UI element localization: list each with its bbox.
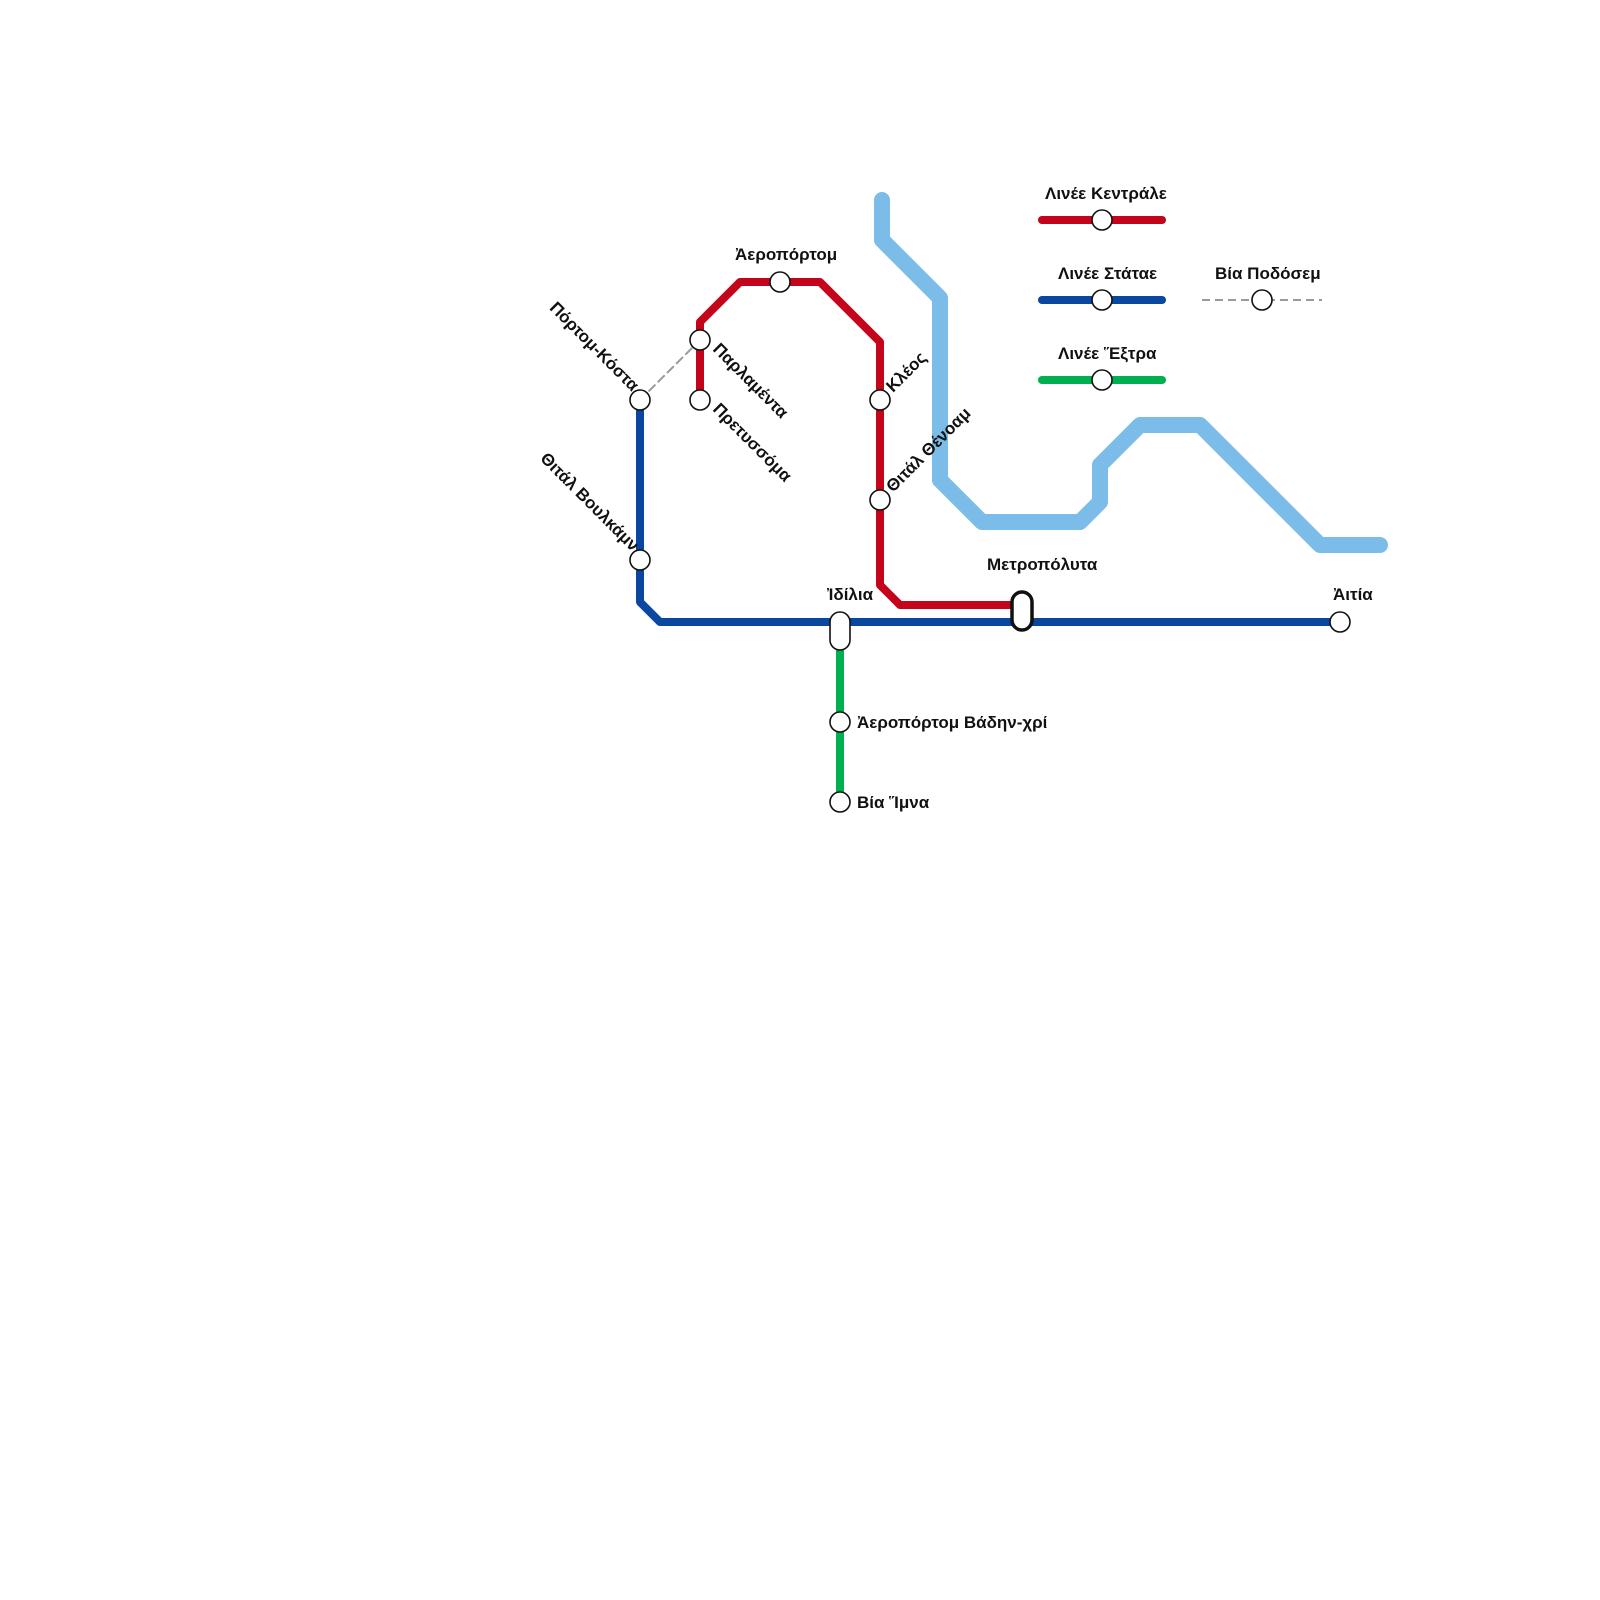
station-label: Ἰδίλια (827, 585, 874, 604)
state-line (636, 396, 1344, 626)
station-label: Θιτάλ Θένοαμ (882, 404, 974, 496)
legend-walk: Βία Ποδόσεμ (1202, 264, 1322, 311)
legend-state-label: Λινέε Στάταε (1058, 264, 1157, 283)
legend-state: Λινέε Στάταε (1038, 264, 1166, 311)
legend-extra-label: Λινέε Ἕξτρα (1058, 344, 1157, 363)
station-airport-badhn[interactable]: Ἀεροπόρτομ Βάδην-χρί (829, 711, 1048, 733)
station-airport[interactable]: Ἀεροπόρτομ (735, 245, 837, 293)
station-porto-costa[interactable]: Πόρτομ-Κόστα (546, 298, 651, 411)
legend: Λινέε Κεντράλε Λινέε Στάταε Λινέε Ἕξτρα … (1038, 184, 1322, 391)
walkway-connector (639, 339, 701, 401)
station-label: Πόρτομ-Κόστα (546, 298, 643, 395)
station-vital-vulcan[interactable]: Θιτάλ Βουλκάμν (537, 449, 651, 571)
station-label: Ἀεροπόρτομ (735, 245, 837, 264)
station-label: Ἀιτία (1333, 585, 1373, 604)
station-idilia[interactable]: Ἰδίλια (827, 585, 874, 651)
station-via-imna[interactable]: Βία Ἵμνα (829, 791, 930, 813)
station-label: Κλέος (882, 348, 930, 396)
legend-walk-label: Βία Ποδόσεμ (1215, 264, 1321, 283)
central-line (696, 278, 1024, 609)
station-aitia[interactable]: Ἀιτία (1329, 585, 1373, 633)
legend-extra: Λινέε Ἕξτρα (1038, 344, 1166, 391)
legend-central-label: Λινέε Κεντράλε (1045, 184, 1167, 203)
station-label: Μετροπόλυτα (987, 555, 1098, 574)
station-label: Βία Ἵμνα (857, 793, 930, 812)
legend-central: Λινέε Κεντράλε (1038, 184, 1167, 231)
station-label: Θιτάλ Βουλκάμν (537, 449, 643, 555)
station-metropoluta[interactable]: Μετροπόλυτα (987, 555, 1098, 632)
station-label: Ἀεροπόρτομ Βάδην-χρί (857, 713, 1048, 732)
river (874, 192, 1388, 553)
